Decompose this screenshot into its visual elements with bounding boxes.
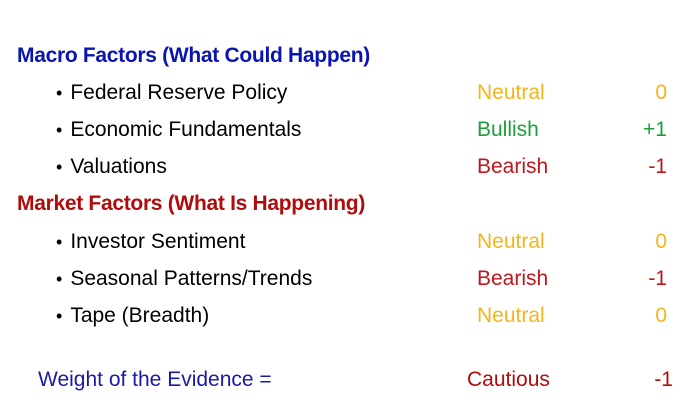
- bullet-icon: •: [56, 83, 63, 103]
- factor-label: Federal Reserve Policy: [70, 81, 288, 104]
- factor-label: Tape (Breadth): [70, 304, 210, 327]
- bullet-icon: •: [56, 120, 63, 140]
- factor-score: -1: [648, 267, 667, 290]
- factor-rating: Neutral: [477, 230, 545, 253]
- list-item: • Economic Fundamentals: [56, 118, 301, 142]
- list-item: • Federal Reserve Policy: [56, 81, 287, 105]
- bullet-icon: •: [56, 306, 63, 326]
- factor-rating: Bearish: [477, 267, 549, 290]
- bullet-icon: •: [56, 157, 63, 177]
- macro-factors-heading: Macro Factors (What Could Happen): [17, 44, 370, 67]
- summary-rating: Cautious: [467, 368, 550, 391]
- list-item: • Valuations: [56, 155, 167, 179]
- market-factors-heading: Market Factors (What Is Happening): [17, 192, 366, 215]
- bullet-icon: •: [56, 232, 63, 252]
- bullet-icon: •: [56, 269, 63, 289]
- factor-label: Valuations: [70, 155, 167, 178]
- factor-label: Seasonal Patterns/Trends: [70, 267, 313, 290]
- factor-score: -1: [648, 155, 667, 178]
- factor-label: Investor Sentiment: [70, 230, 246, 253]
- factor-score: +1: [643, 118, 667, 141]
- list-item: • Tape (Breadth): [56, 304, 209, 328]
- summary-score: -1: [654, 368, 673, 391]
- list-item: • Seasonal Patterns/Trends: [56, 267, 312, 291]
- factor-rating: Neutral: [477, 81, 545, 104]
- summary-label: Weight of the Evidence =: [38, 368, 272, 391]
- factor-rating: Bullish: [477, 118, 539, 141]
- factor-score: 0: [655, 230, 667, 253]
- list-item: • Investor Sentiment: [56, 230, 245, 254]
- factor-rating: Bearish: [477, 155, 549, 178]
- factor-score: 0: [655, 81, 667, 104]
- factor-score: 0: [655, 304, 667, 327]
- factor-rating: Neutral: [477, 304, 545, 327]
- factor-label: Economic Fundamentals: [70, 118, 302, 141]
